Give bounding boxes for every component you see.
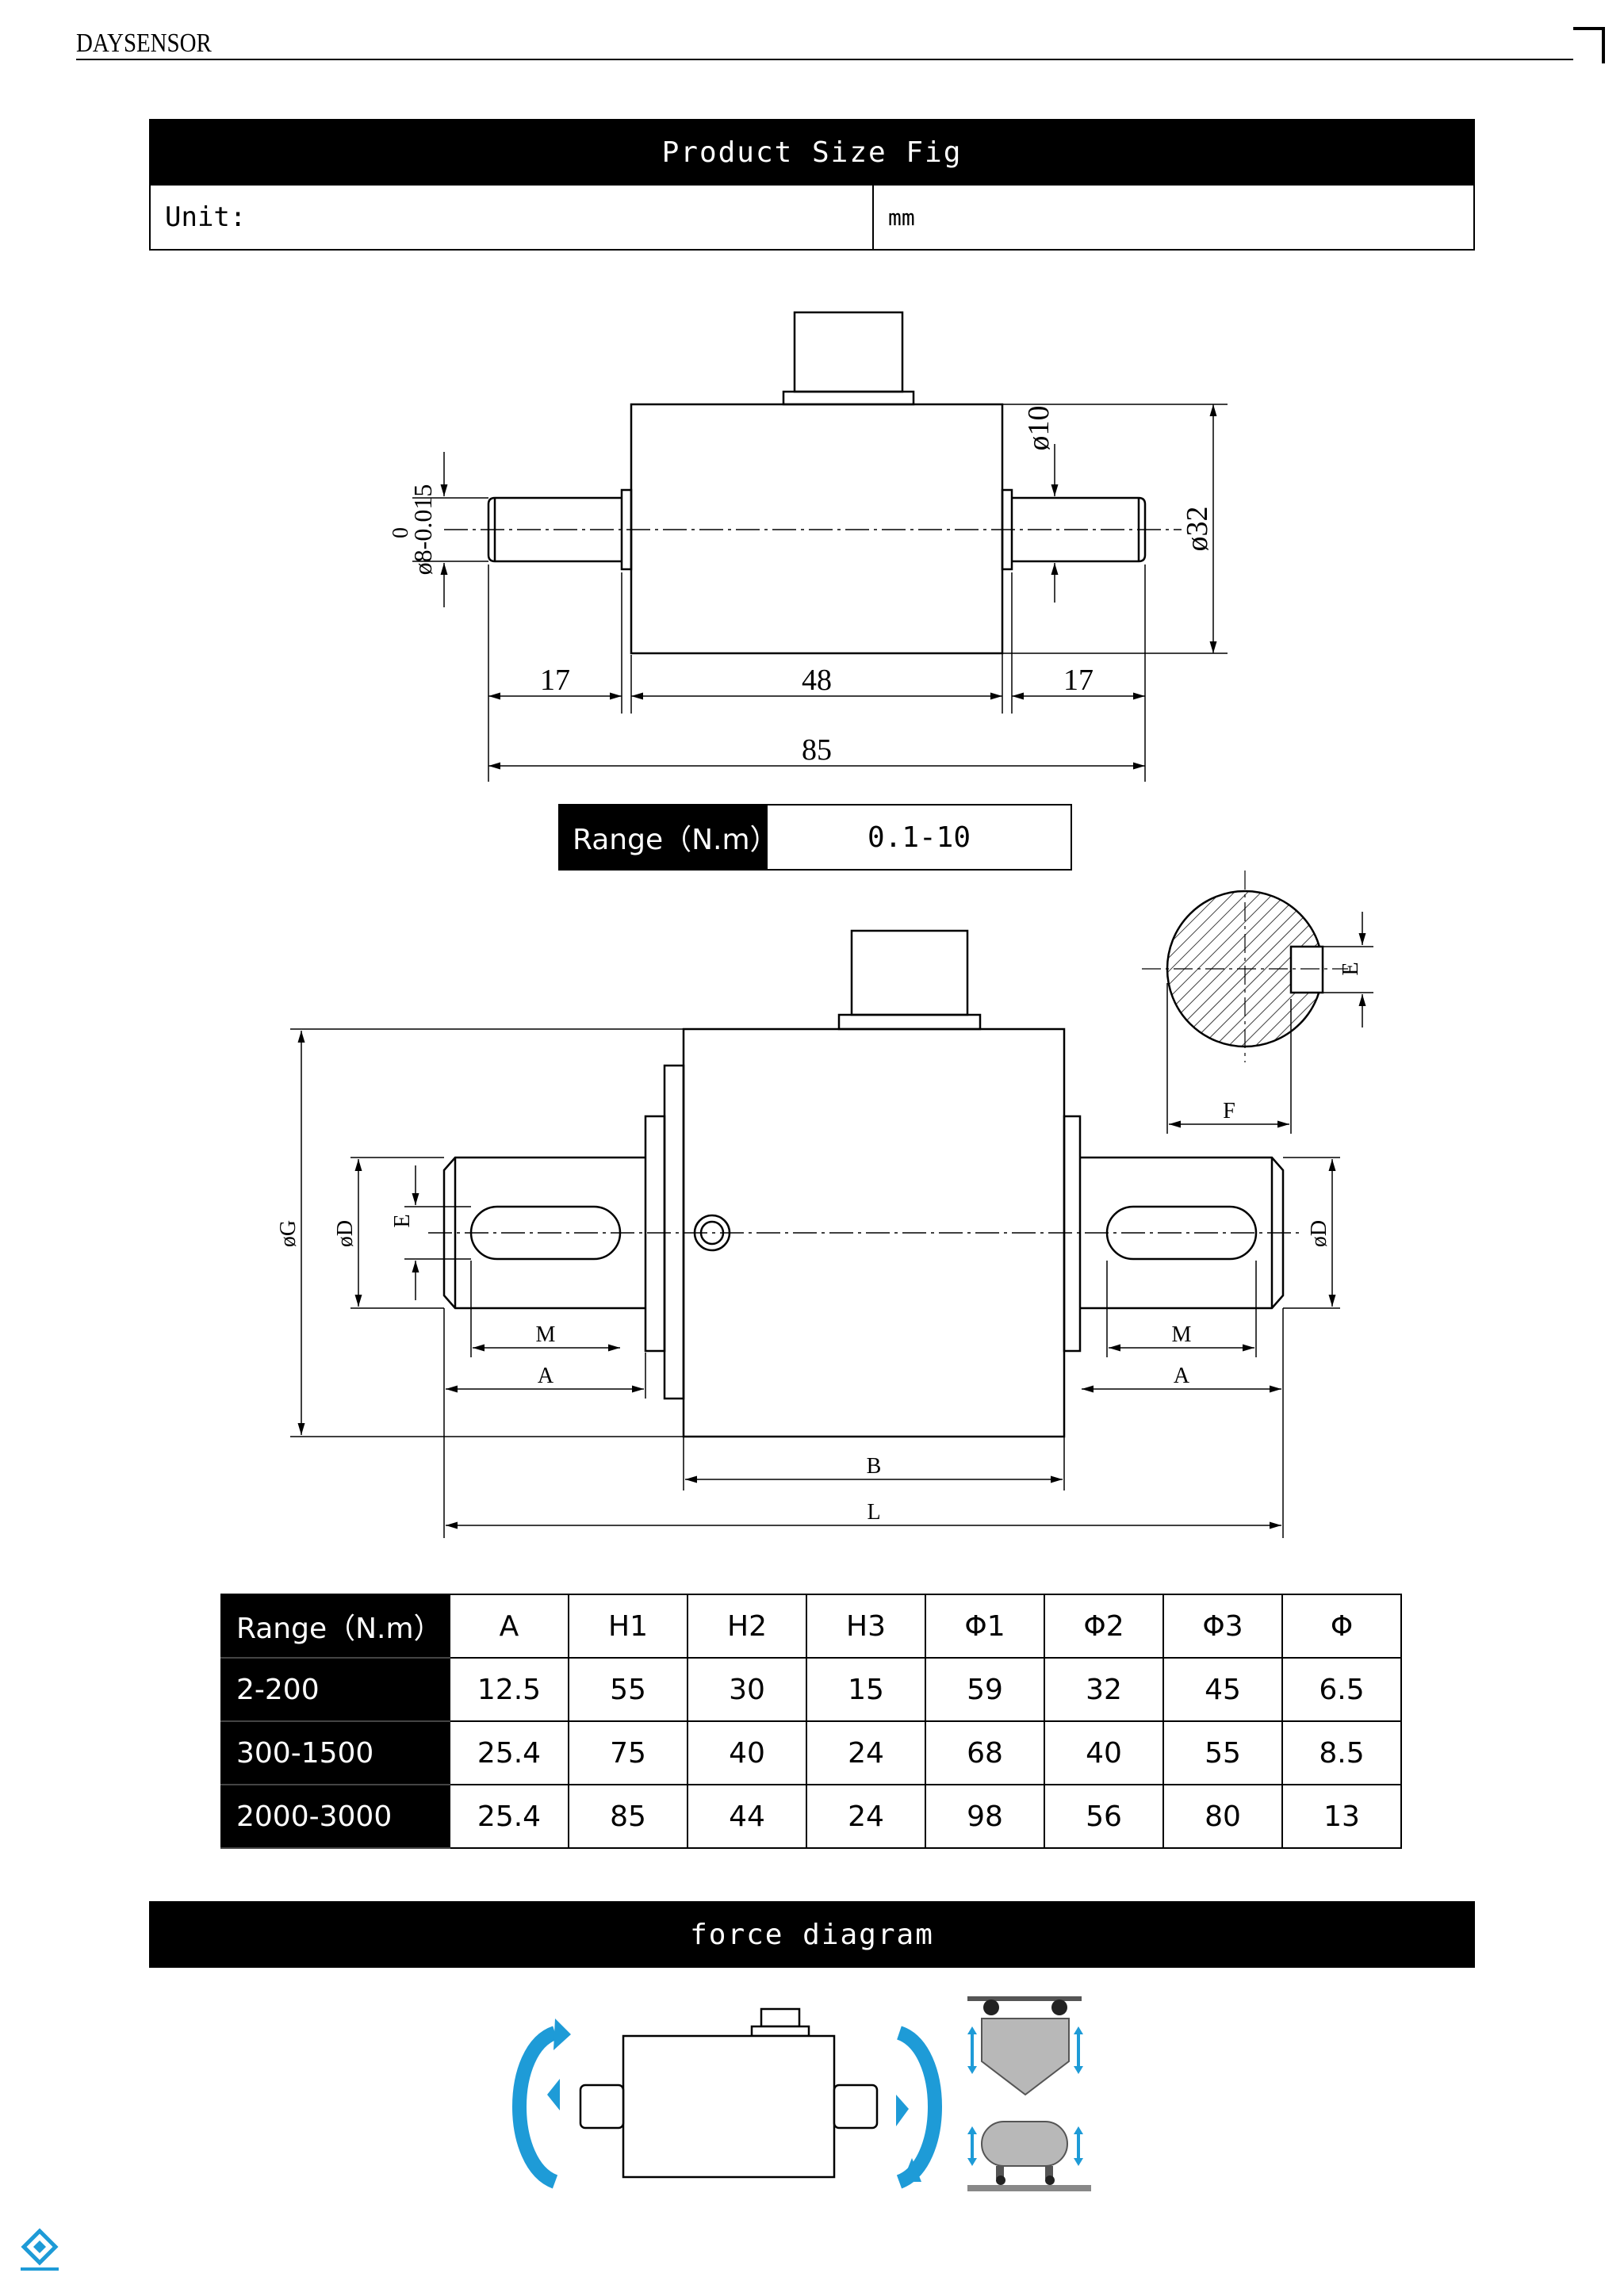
- table-cell: 2-200: [220, 1657, 450, 1722]
- hopper-icon: [967, 1996, 1083, 2096]
- table-header-cell: Φ3: [1162, 1594, 1283, 1659]
- unit-value: mm: [888, 204, 915, 231]
- table-cell: 75: [568, 1720, 688, 1785]
- table-cell: 300-1500: [220, 1720, 450, 1785]
- table-cell: 25.4: [449, 1784, 569, 1849]
- force-diagram: [512, 1996, 1091, 2191]
- table-header-cell: H2: [687, 1594, 807, 1659]
- label-a-left: A: [538, 1364, 554, 1388]
- table-row: 2000-3000 25.4 85 44 24 98 56 80 13: [220, 1784, 1402, 1849]
- table-row: 2-200 12.5 55 30 15 59 32 45 6.5: [220, 1657, 1402, 1722]
- table-header-cell: H3: [806, 1594, 926, 1659]
- label-d-left: øD: [333, 1220, 358, 1247]
- table-cell: 15: [806, 1657, 926, 1722]
- table-header-row: Range（N.m） A H1 H2 H3 Φ1 Φ2 Φ3 Φ: [220, 1594, 1402, 1659]
- dim-shaft-tolerance: ø8-0.015: [408, 484, 437, 576]
- table-cell: 44: [687, 1784, 807, 1849]
- table-cell: 56: [1044, 1784, 1164, 1849]
- table-cell: 55: [568, 1657, 688, 1722]
- size-section-title: Product Size Fig: [149, 119, 1475, 186]
- tank-icon: [967, 2121, 1091, 2191]
- dim-dia-body: ø32: [1181, 507, 1214, 552]
- table-cell: 98: [925, 1784, 1045, 1849]
- force-section-title: force diagram: [149, 1901, 1475, 1968]
- label-e-left: E: [390, 1214, 415, 1227]
- table-cell: 8.5: [1281, 1720, 1402, 1785]
- label-g: øG: [276, 1220, 301, 1247]
- header-rule: [76, 59, 1573, 60]
- rotation-arrow-icon: [896, 2026, 942, 2189]
- table-cell: 25.4: [449, 1720, 569, 1785]
- table-cell: 55: [1162, 1720, 1283, 1785]
- dim-48: 48: [802, 664, 832, 697]
- table-cell: 30: [687, 1657, 807, 1722]
- range-box: Range（N.m） 0.1-10: [558, 804, 1072, 871]
- drawing-large-sensor: øG øD øD E E M A M A B L F: [276, 871, 1373, 1538]
- table-header-cell: Range（N.m）: [220, 1594, 450, 1659]
- table-cell: 6.5: [1281, 1657, 1402, 1722]
- table-cell: 24: [806, 1784, 926, 1849]
- range-value: 0.1-10: [867, 821, 971, 854]
- table-cell: 32: [1044, 1657, 1164, 1722]
- label-m-right: M: [1172, 1322, 1192, 1347]
- table-cell: 13: [1281, 1784, 1402, 1849]
- company-logo-icon: [21, 2228, 59, 2271]
- range-label: Range（N.m）: [560, 806, 779, 869]
- dim-shaft-tolerance-top: 0: [389, 527, 413, 538]
- label-e-section: E: [1339, 962, 1363, 975]
- label-d-right: øD: [1307, 1220, 1331, 1247]
- dim-dia-small: ø10: [1022, 406, 1055, 451]
- spec-table: Range（N.m） A H1 H2 H3 Φ1 Φ2 Φ3 Φ 2-200 1…: [220, 1594, 1402, 1849]
- table-header-cell: H1: [568, 1594, 688, 1659]
- corner-mark: [1573, 27, 1605, 63]
- table-header-cell: Φ1: [925, 1594, 1045, 1659]
- table-cell: 45: [1162, 1657, 1283, 1722]
- label-m-left: M: [536, 1322, 556, 1347]
- table-cell: 12.5: [449, 1657, 569, 1722]
- table-row: 300-1500 25.4 75 40 24 68 40 55 8.5: [220, 1720, 1402, 1785]
- label-l: L: [867, 1500, 880, 1525]
- dim-17-left: 17: [540, 664, 570, 697]
- unit-label: Unit:: [151, 186, 874, 249]
- table-header-cell: Φ2: [1044, 1594, 1164, 1659]
- table-cell: 85: [568, 1784, 688, 1849]
- unit-row: Unit: mm: [149, 186, 1475, 251]
- drawing-small-sensor: 17 48 17 85 ø32 ø10 ø8-0.015 0: [389, 311, 1228, 782]
- label-a-right: A: [1174, 1364, 1190, 1388]
- dim-17-right: 17: [1063, 664, 1094, 697]
- table-cell: 59: [925, 1657, 1045, 1722]
- table-cell: 80: [1162, 1784, 1283, 1849]
- rotation-arrow-icon: [512, 2019, 571, 2189]
- label-b: B: [867, 1454, 882, 1479]
- table-cell: 24: [806, 1720, 926, 1785]
- table-header-cell: Φ: [1281, 1594, 1402, 1659]
- dim-85: 85: [802, 733, 832, 767]
- table-header-cell: A: [449, 1594, 569, 1659]
- table-cell: 40: [687, 1720, 807, 1785]
- table-cell: 68: [925, 1720, 1045, 1785]
- label-f: F: [1223, 1099, 1235, 1123]
- table-cell: 2000-3000: [220, 1784, 450, 1849]
- table-cell: 40: [1044, 1720, 1164, 1785]
- brand-name: DAYSENSOR: [76, 29, 212, 58]
